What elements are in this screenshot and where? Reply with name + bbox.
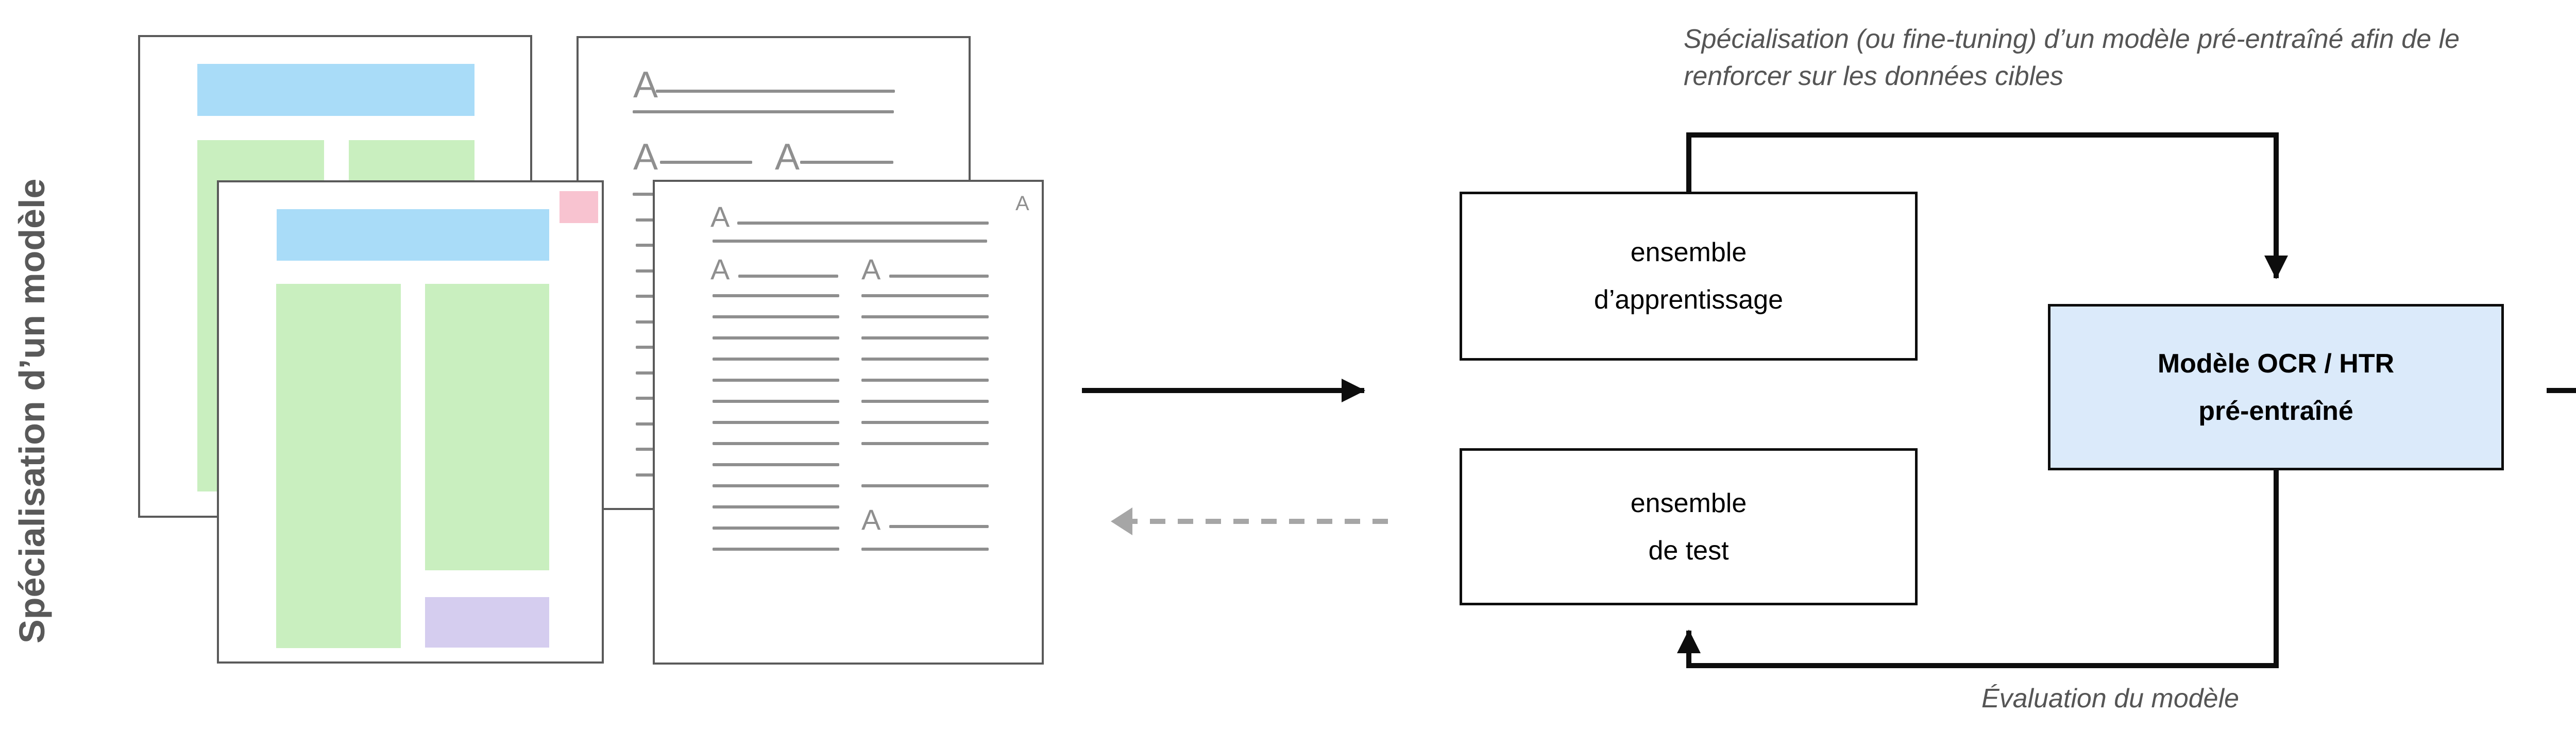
block-blue	[277, 209, 549, 261]
doc-front-left-layout	[217, 180, 604, 664]
text-line	[633, 110, 894, 113]
text-line	[713, 294, 839, 297]
block-green	[425, 284, 549, 570]
text-line	[861, 442, 989, 445]
block-blue	[197, 64, 474, 116]
text-line	[889, 275, 989, 278]
box-pretrained-model-label-line: pré-entraîné	[2198, 396, 2353, 426]
annotation-top-line2: renforcer sur les données cibles	[1684, 61, 2064, 91]
text-line	[713, 336, 839, 339]
text-line	[660, 161, 752, 164]
text-line	[713, 505, 839, 508]
text-line	[861, 548, 989, 551]
box-test-set-label-line: de test	[1648, 535, 1729, 566]
text-line	[738, 275, 838, 278]
text-line	[861, 315, 989, 318]
letter-a-glyph: A	[710, 200, 730, 233]
text-line	[713, 527, 839, 530]
connector-training-to-model	[1686, 132, 2288, 279]
box-test-set: ensemble de test	[1460, 448, 1918, 605]
text-line	[861, 421, 989, 424]
box-test-set-label-line: ensemble	[1630, 488, 1747, 518]
text-line	[713, 421, 839, 424]
connector-model-to-evaluation	[1677, 470, 2279, 668]
text-line	[713, 358, 839, 361]
box-pretrained-model: Modèle OCR / HTR pré-entraîné	[2048, 304, 2504, 470]
box-pretrained-model-label-line: Modèle OCR / HTR	[2157, 348, 2395, 379]
text-line	[800, 161, 893, 164]
annotation-top-line1: Spécialisation (ou fine-tuning) d’un mod…	[1684, 24, 2460, 54]
text-line	[713, 315, 839, 318]
letter-a-glyph: A	[1015, 192, 1029, 215]
box-training-set: ensemble d’apprentissage	[1460, 192, 1918, 361]
letter-a-glyph: A	[633, 64, 658, 106]
block-green	[276, 284, 401, 648]
text-line	[861, 484, 989, 487]
text-line	[713, 240, 987, 243]
box-training-set-label-line: ensemble	[1630, 237, 1747, 267]
annotation-evaluation: Évaluation du modèle	[1981, 684, 2240, 714]
text-line	[861, 336, 989, 339]
letter-a-glyph: A	[633, 137, 658, 178]
text-line	[713, 379, 839, 382]
block-purple	[425, 597, 549, 648]
text-line	[737, 222, 989, 225]
box-training-set-label-line: d’apprentissage	[1594, 285, 1784, 315]
text-line	[656, 90, 895, 93]
letter-a-glyph: A	[775, 137, 800, 178]
block-pink	[560, 191, 598, 223]
text-line	[861, 400, 989, 403]
text-line	[861, 379, 989, 382]
text-line	[889, 525, 989, 528]
letter-a-glyph: A	[710, 253, 730, 285]
text-line	[713, 442, 839, 445]
text-line	[861, 358, 989, 361]
text-line	[713, 484, 839, 487]
letter-a-glyph: A	[861, 253, 881, 285]
letter-a-glyph: A	[861, 503, 881, 536]
text-line	[861, 294, 989, 297]
text-line	[713, 400, 839, 403]
text-line	[713, 463, 839, 466]
text-line	[713, 548, 839, 551]
